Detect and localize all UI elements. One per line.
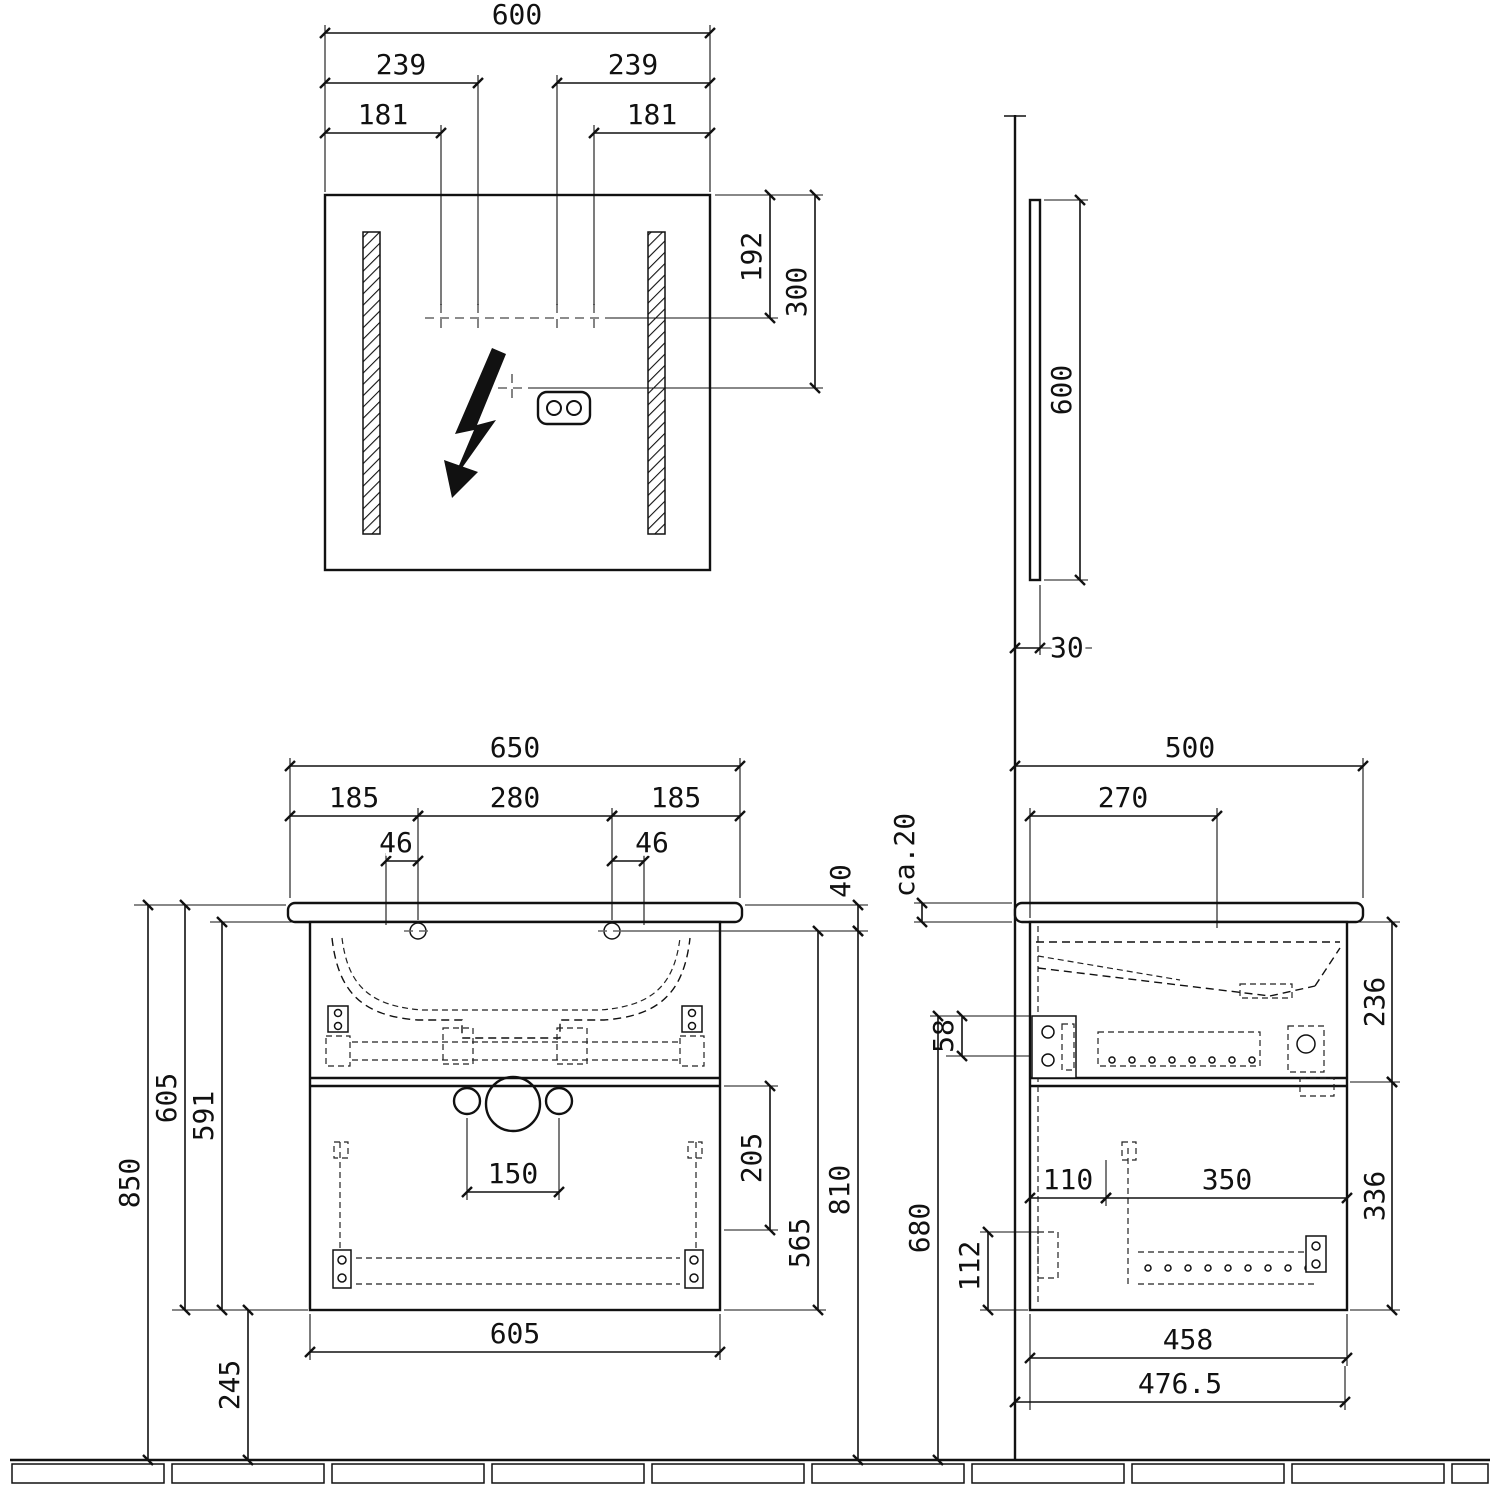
mirror-front-view: 600 239 239 181 181 192 300	[319, 0, 823, 572]
upper-drawer-hardware	[325, 1005, 705, 1067]
dim-mirror-height: 600	[1045, 365, 1078, 416]
dim-58: 58	[927, 1019, 960, 1053]
dim-46-right: 46	[635, 826, 669, 859]
dim-112: 112	[953, 1241, 986, 1292]
dim-mirror-width: 600	[492, 0, 543, 31]
countertop-side	[1013, 901, 1365, 924]
dim-270: 270	[1098, 781, 1149, 814]
dim-181-right: 181	[627, 98, 678, 131]
dim-350: 350	[1202, 1163, 1253, 1196]
basin-profile	[1036, 941, 1341, 999]
dim-245: 245	[213, 1360, 246, 1411]
dim-591: 591	[187, 1091, 220, 1142]
dim-181-left: 181	[358, 98, 409, 131]
dim-680: 680	[903, 1203, 936, 1254]
dim-476-5: 476.5	[1138, 1367, 1222, 1400]
lower-slide-hardware	[1037, 1141, 1327, 1286]
dim-185-right: 185	[651, 781, 702, 814]
cabinet-side	[1028, 920, 1349, 1312]
dim-280: 280	[490, 781, 541, 814]
lower-drawer-hardware	[332, 1141, 704, 1289]
basin-outline	[331, 937, 691, 1039]
dim-40: 40	[824, 864, 857, 898]
mirror-side-view: 600 30	[1009, 194, 1092, 668]
dim-605-width: 605	[490, 1317, 541, 1350]
cabinet-front	[308, 920, 722, 1312]
dim-236: 236	[1358, 977, 1391, 1028]
dim-850: 850	[113, 1158, 146, 1209]
upper-slide-hardware	[1097, 1025, 1335, 1097]
dim-500: 500	[1165, 731, 1216, 764]
power-socket-icon	[536, 390, 592, 426]
dim-mirror-depth: 30	[1050, 631, 1084, 664]
vanity-side-view: 500 270 ca.20 58 236 336 680 112	[885, 728, 1400, 1466]
lightning-bolt-icon	[444, 348, 506, 498]
dim-46-left: 46	[379, 826, 413, 859]
dim-185-left: 185	[329, 781, 380, 814]
dim-650: 650	[490, 731, 541, 764]
wall-bracket	[1031, 1015, 1077, 1079]
dim-205: 205	[735, 1133, 768, 1184]
dim-565: 565	[783, 1218, 816, 1269]
dim-239-left: 239	[376, 48, 427, 81]
siphon-cutout-icons	[452, 1075, 574, 1133]
dim-192: 192	[735, 232, 768, 283]
dim-300: 300	[780, 267, 813, 318]
dim-458: 458	[1163, 1323, 1214, 1356]
dim-150: 150	[488, 1157, 539, 1190]
dim-ca20: ca.20	[888, 813, 921, 897]
dim-810: 810	[823, 1165, 856, 1216]
led-strip-left-icon	[362, 231, 381, 535]
faucet-hole-icons	[404, 922, 626, 940]
mounting-cross-icons	[425, 304, 610, 402]
vanity-front-view: 650 185 280 185 46 46 40 205 565 810	[110, 728, 868, 1466]
dim-110: 110	[1043, 1163, 1094, 1196]
led-strip-right-icon	[647, 231, 666, 535]
dim-605-height: 605	[150, 1073, 183, 1124]
dim-336: 336	[1358, 1171, 1391, 1222]
dim-239-right: 239	[608, 48, 659, 81]
countertop-front	[286, 901, 744, 924]
